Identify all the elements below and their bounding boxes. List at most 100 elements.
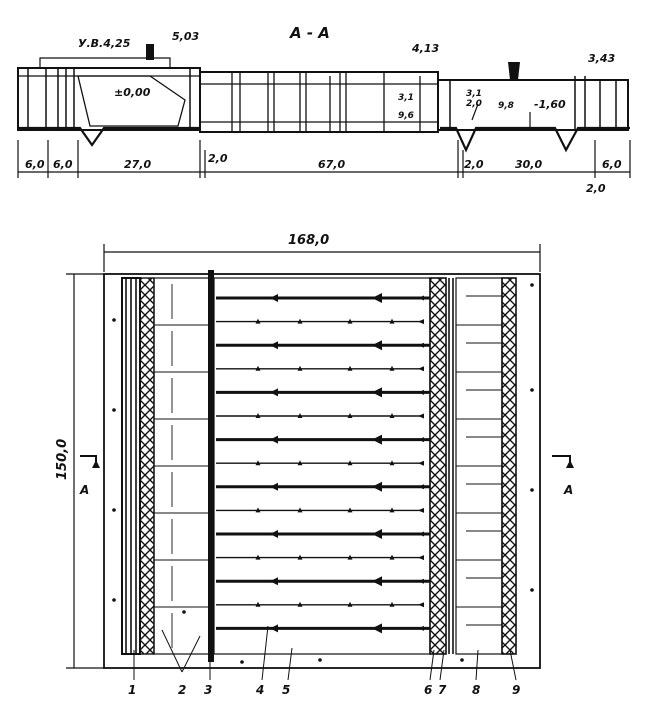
up-arrow bbox=[297, 554, 303, 560]
dim-4: 2,0 bbox=[208, 152, 228, 165]
up-arrow bbox=[389, 460, 395, 466]
outlet-arrow bbox=[418, 295, 424, 301]
flow-arrowhead bbox=[270, 388, 278, 397]
level-right-c: 9,8 bbox=[498, 101, 514, 111]
up-arrow bbox=[297, 507, 303, 513]
section-view: А - А bbox=[17, 24, 631, 195]
left-truss bbox=[139, 277, 155, 655]
up-arrow bbox=[389, 601, 395, 607]
callout-1: 1 bbox=[128, 683, 136, 697]
level-zero: ±0,00 bbox=[114, 86, 151, 99]
up-arrow bbox=[255, 413, 261, 418]
right-tank bbox=[437, 79, 629, 131]
up-arrow bbox=[297, 413, 303, 418]
left-channel bbox=[208, 270, 214, 662]
right-truss bbox=[429, 277, 447, 655]
up-arrow bbox=[389, 413, 395, 418]
flow-arrowhead bbox=[270, 341, 278, 350]
level-top-left: 5,03 bbox=[172, 30, 199, 43]
outlet-arrow bbox=[418, 578, 424, 584]
up-arrow bbox=[255, 365, 261, 371]
outlet-arrow bbox=[418, 602, 424, 608]
right-outer-truss bbox=[501, 277, 517, 655]
dim-3: 27,0 bbox=[124, 158, 151, 171]
callout-7: 7 bbox=[438, 683, 447, 697]
up-arrow bbox=[255, 460, 261, 466]
level-top-mid: 4,13 bbox=[411, 42, 439, 55]
outlet-arrow bbox=[418, 366, 424, 372]
up-arrow bbox=[255, 507, 261, 513]
callout-9: 9 bbox=[512, 683, 520, 697]
up-arrow bbox=[347, 601, 353, 607]
callout-8: 8 bbox=[472, 683, 480, 697]
outlet-arrow bbox=[418, 460, 424, 466]
up-arrow bbox=[389, 318, 395, 324]
plan-view: 168,0 150,0 bbox=[55, 233, 574, 697]
outlet-arrow bbox=[418, 625, 424, 631]
up-arrow bbox=[347, 507, 353, 513]
up-arrow bbox=[297, 365, 303, 371]
up-arrow bbox=[347, 365, 353, 371]
callout-5: 5 bbox=[282, 683, 290, 697]
up-arrow bbox=[347, 413, 353, 418]
callout-4: 4 bbox=[255, 683, 264, 697]
outlet-arrow bbox=[418, 319, 424, 325]
up-arrow bbox=[255, 318, 261, 324]
cut-marker-left: A bbox=[79, 455, 100, 497]
svg-text:A: A bbox=[79, 483, 89, 497]
plan-height-label: 150,0 bbox=[55, 439, 70, 480]
central-basin bbox=[213, 277, 431, 655]
up-arrow bbox=[255, 554, 261, 560]
level-right-b: 2,0 bbox=[466, 99, 482, 109]
outlet-arrow bbox=[418, 555, 424, 561]
flow-arrowhead bbox=[372, 434, 382, 445]
flow-arrowhead bbox=[270, 294, 278, 302]
svg-text:A: A bbox=[563, 483, 573, 497]
dim-2: 6,0 bbox=[53, 158, 73, 171]
dim-8: 6,0 bbox=[602, 158, 622, 171]
up-arrow bbox=[389, 507, 395, 513]
callout-6: 6 bbox=[424, 683, 432, 697]
callout-2: 2 bbox=[178, 683, 186, 697]
flow-arrowhead bbox=[372, 293, 382, 303]
up-arrow bbox=[347, 318, 353, 324]
outlet-arrow bbox=[418, 437, 424, 443]
flow-arrowhead bbox=[270, 482, 278, 491]
level-bottom-right: -1,60 bbox=[534, 98, 566, 111]
up-arrow bbox=[297, 460, 303, 466]
flow-arrowhead bbox=[372, 387, 382, 398]
flow-arrowhead bbox=[372, 481, 382, 492]
up-arrow bbox=[389, 554, 395, 560]
dim-1: 6,0 bbox=[25, 158, 45, 171]
level-right-a: 3,1 bbox=[466, 89, 482, 99]
up-arrow bbox=[389, 365, 395, 371]
up-arrow bbox=[297, 318, 303, 324]
dim-6: 2,0 bbox=[464, 158, 484, 171]
dim-7: 30,0 bbox=[515, 158, 542, 171]
dim-5: 67,0 bbox=[318, 158, 345, 171]
level-depth-a: 3,1 bbox=[398, 93, 414, 103]
level-water: У.В.4,25 bbox=[78, 37, 131, 50]
left-tank bbox=[17, 67, 201, 131]
flow-arrowhead bbox=[372, 529, 382, 539]
dim-9: 2,0 bbox=[586, 182, 606, 195]
flow-arrowhead bbox=[270, 624, 278, 633]
plan-boundary bbox=[103, 273, 541, 669]
outlet-arrow bbox=[418, 389, 424, 395]
outlet-arrow bbox=[418, 413, 424, 419]
cut-marker-right: A bbox=[552, 455, 574, 497]
flow-arrowhead bbox=[270, 435, 278, 444]
outlet-arrow bbox=[418, 342, 424, 348]
vent-pipe bbox=[508, 62, 520, 80]
up-arrow bbox=[347, 460, 353, 466]
level-depth-b: 9,6 bbox=[398, 111, 414, 121]
flow-arrowhead bbox=[372, 623, 382, 634]
standpipe bbox=[146, 44, 154, 60]
outlet-arrow bbox=[418, 507, 424, 513]
flow-arrowhead bbox=[270, 530, 278, 538]
flow-arrowhead bbox=[270, 577, 278, 586]
flow-arrowhead bbox=[372, 576, 382, 587]
up-arrow bbox=[255, 601, 261, 607]
plan-width-label: 168,0 bbox=[288, 233, 329, 248]
